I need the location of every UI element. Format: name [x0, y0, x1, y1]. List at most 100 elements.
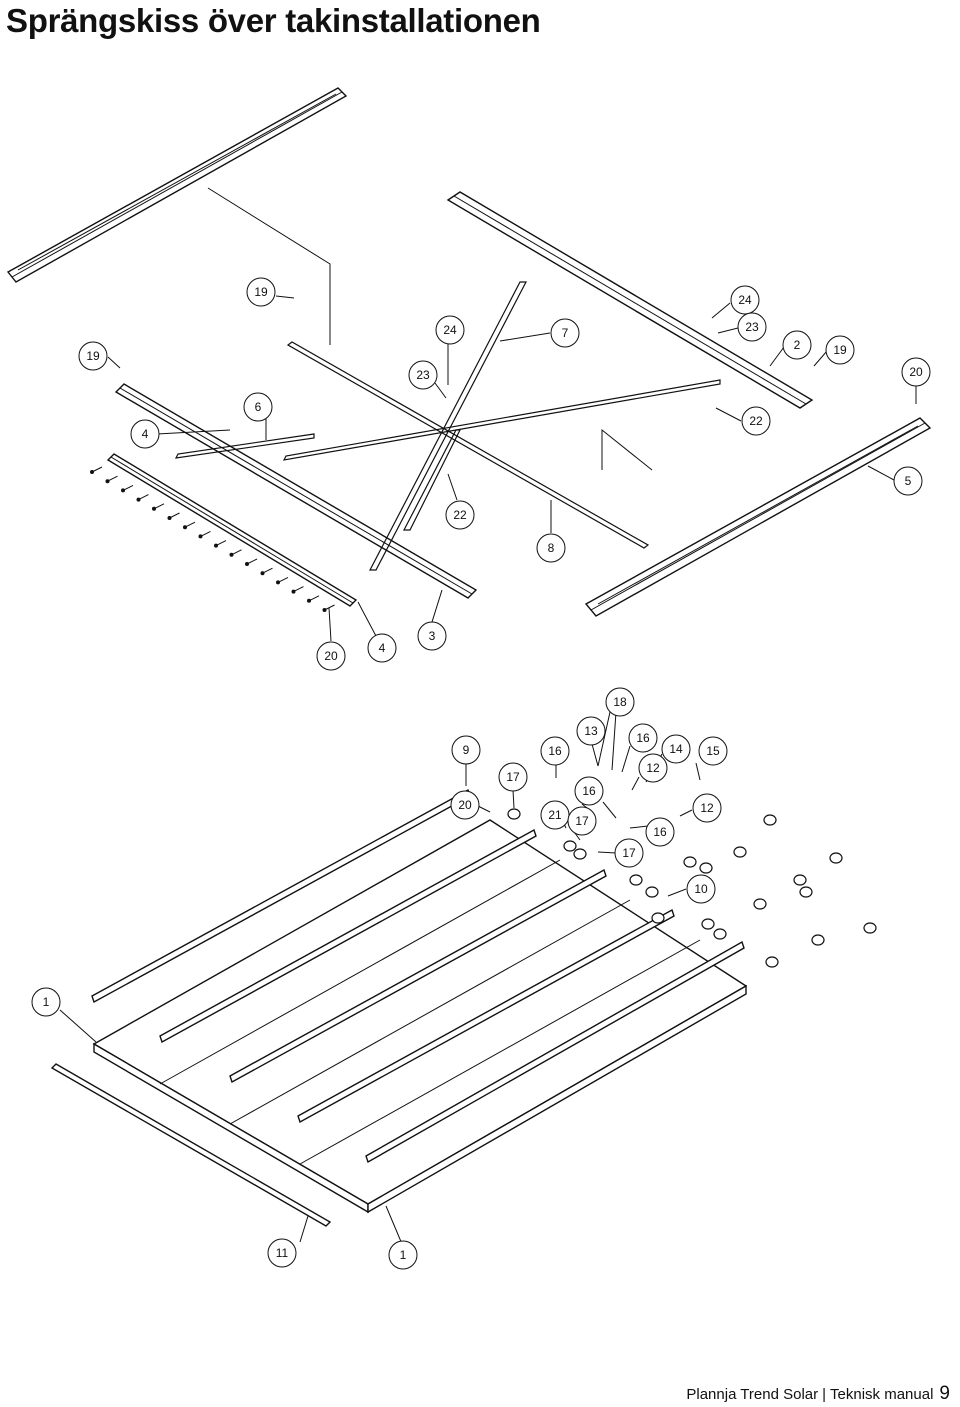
- svg-text:6: 6: [255, 400, 262, 414]
- svg-text:15: 15: [706, 744, 720, 758]
- svg-text:10: 10: [694, 882, 708, 896]
- callout-13: 13: [576, 716, 606, 746]
- bolt-head-icon: [198, 534, 203, 539]
- callout-24: 24: [730, 285, 760, 315]
- svg-text:19: 19: [86, 349, 100, 363]
- callout-19: 19: [246, 277, 276, 307]
- callout-5: 5: [893, 466, 923, 496]
- callout-20: 20: [450, 790, 480, 820]
- callout-23: 23: [408, 360, 438, 390]
- callout-18: 18: [605, 687, 635, 717]
- fitting-icon: [793, 874, 807, 886]
- callout-4: 4: [367, 633, 397, 663]
- callout-15: 15: [698, 736, 728, 766]
- callout-19: 19: [825, 335, 855, 365]
- bolt-head-icon: [167, 516, 172, 520]
- svg-text:14: 14: [669, 742, 683, 756]
- callout-24: 24: [435, 315, 465, 345]
- svg-text:19: 19: [833, 343, 847, 357]
- svg-text:19: 19: [254, 285, 268, 299]
- svg-text:24: 24: [738, 293, 752, 307]
- fitting-icon: [829, 852, 843, 864]
- callout-16: 16: [628, 723, 658, 753]
- callout-20: 20: [316, 641, 346, 671]
- bolt-head-icon: [105, 479, 110, 484]
- fitting-icon: [683, 856, 697, 868]
- callout-3: 3: [417, 621, 447, 651]
- callout-12: 12: [692, 793, 722, 823]
- svg-text:11: 11: [276, 1246, 289, 1260]
- callout-16: 16: [540, 736, 570, 766]
- svg-text:21: 21: [548, 808, 562, 822]
- cross-bars: [174, 281, 721, 571]
- bolt-head-icon: [291, 589, 296, 594]
- footer-manual-label: Teknisk manual: [830, 1386, 934, 1403]
- fitting-icon: [713, 928, 727, 940]
- bolt-head-icon: [229, 552, 234, 557]
- svg-text:1: 1: [400, 1248, 407, 1262]
- callout-16: 16: [645, 817, 675, 847]
- fitting-icon: [563, 840, 577, 852]
- panel-profiles: [91, 788, 745, 1164]
- callout-10: 10: [686, 874, 716, 904]
- callout-1: 1: [388, 1240, 418, 1270]
- left-lower-rail: [106, 453, 358, 607]
- svg-text:13: 13: [584, 724, 598, 738]
- bolt-head-icon: [307, 598, 311, 603]
- svg-text:23: 23: [416, 368, 430, 382]
- svg-text:8: 8: [548, 541, 555, 555]
- svg-text:17: 17: [506, 770, 520, 784]
- callout-22: 22: [741, 406, 771, 436]
- callout-22: 22: [445, 500, 475, 530]
- svg-text:4: 4: [142, 427, 149, 441]
- callout-1: 1: [31, 987, 61, 1017]
- fitting-icon: [645, 886, 659, 898]
- svg-text:16: 16: [548, 744, 562, 758]
- fitting-icon: [507, 808, 521, 820]
- svg-text:18: 18: [613, 695, 627, 709]
- pipe-fittings: [507, 808, 877, 968]
- svg-text:16: 16: [582, 784, 596, 798]
- page-number: 9: [939, 1383, 950, 1404]
- callout-19: 19: [78, 341, 108, 371]
- fitting-icon: [811, 934, 825, 946]
- footer-separator: |: [822, 1386, 827, 1403]
- svg-text:16: 16: [653, 825, 667, 839]
- svg-text:2: 2: [794, 338, 801, 352]
- bolt-head-icon: [214, 543, 218, 548]
- callout-17: 17: [567, 806, 597, 836]
- svg-text:17: 17: [622, 846, 636, 860]
- callout-21: 21: [540, 800, 570, 830]
- bolt-head-icon: [276, 580, 280, 585]
- svg-text:20: 20: [324, 649, 338, 663]
- svg-text:12: 12: [646, 761, 660, 775]
- fastener-row: [90, 466, 335, 612]
- fitting-icon: [573, 848, 587, 860]
- callout-2: 2: [782, 330, 812, 360]
- svg-text:4: 4: [379, 641, 386, 655]
- upper-rear-rail: [446, 191, 814, 409]
- bolt-head-icon: [260, 571, 265, 576]
- bolt-head-icon: [136, 497, 141, 502]
- svg-text:7: 7: [562, 326, 569, 340]
- fitting-icon: [733, 846, 747, 858]
- roof-panel: [92, 819, 748, 1214]
- callout-16: 16: [574, 776, 604, 806]
- bolt-head-icon: [322, 608, 327, 612]
- svg-text:23: 23: [745, 320, 759, 334]
- svg-text:24: 24: [443, 323, 457, 337]
- page-title: Sprängskiss över takinstallationen: [6, 2, 541, 39]
- loose-profile: [50, 1063, 332, 1227]
- callout-17: 17: [498, 762, 528, 792]
- bolt-head-icon: [90, 470, 94, 474]
- callout-11: 11: [267, 1238, 297, 1268]
- bolt-head-icon: [121, 488, 125, 493]
- fitting-icon: [799, 886, 813, 898]
- left-main-rail: [114, 383, 478, 599]
- fitting-icon: [699, 862, 713, 874]
- callout-20: 20: [901, 357, 931, 387]
- front-right-rail: [584, 417, 932, 617]
- leader-lines-upper: [107, 187, 917, 642]
- fitting-icon: [753, 898, 767, 910]
